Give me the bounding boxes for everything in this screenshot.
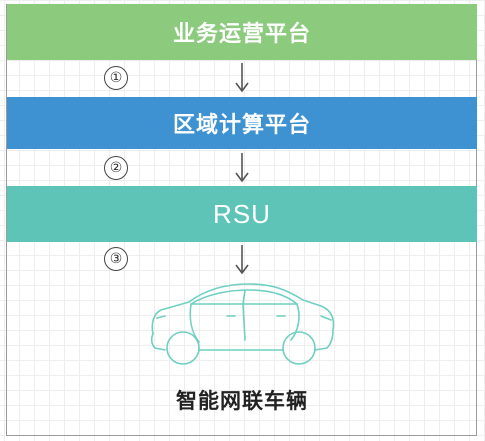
regional-platform-label: 区域计算平台 xyxy=(172,113,311,138)
step-3-label: ③ xyxy=(109,251,123,267)
step-1-marker: ① xyxy=(104,66,128,90)
rsu-label: RSU xyxy=(213,198,271,229)
business-platform-layer: 业务运营平台 xyxy=(7,4,477,60)
step-2-label: ② xyxy=(109,160,123,176)
car-icon xyxy=(150,283,335,365)
step-2-marker: ② xyxy=(104,156,128,180)
step-1-label: ① xyxy=(109,70,123,86)
arrow-down-icon xyxy=(235,245,249,275)
business-platform-label: 业务运营平台 xyxy=(172,22,311,47)
arrow-down-icon xyxy=(235,153,249,183)
rsu-layer: RSU xyxy=(7,186,477,242)
regional-platform-layer: 区域计算平台 xyxy=(7,97,477,149)
vehicle-label: 智能网联车辆 xyxy=(176,389,308,413)
arrow-down-icon xyxy=(235,63,249,93)
step-3-marker: ③ xyxy=(104,247,128,271)
